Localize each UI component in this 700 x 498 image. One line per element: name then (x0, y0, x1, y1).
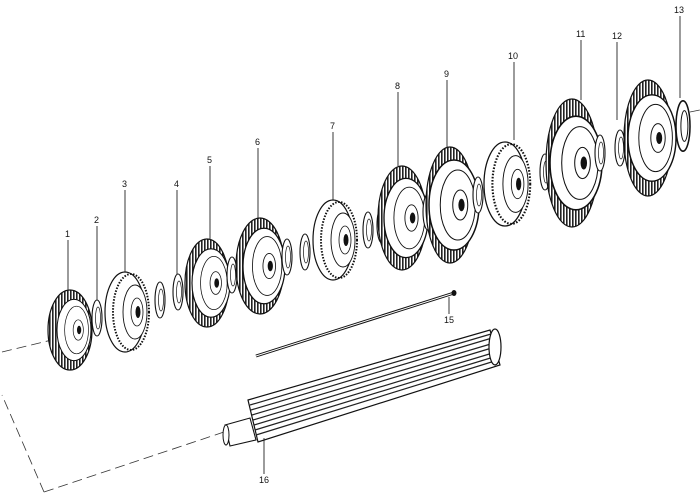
part-number-2: 2 (94, 215, 99, 225)
part-number-6: 6 (255, 137, 260, 147)
part-number-11: 11 (576, 29, 585, 39)
gear-part-8 (377, 165, 429, 271)
shaft-part-16 (222, 328, 502, 447)
part-number-12: 12 (612, 31, 622, 41)
part-number-9: 9 (444, 69, 449, 79)
synchronizer-part-3 (104, 271, 150, 353)
ring-part-6b (281, 238, 293, 276)
part-number-8: 8 (395, 81, 400, 91)
synchronizer-part-7 (312, 199, 358, 281)
part-number-3: 3 (122, 179, 127, 189)
part-number-16: 16 (259, 475, 269, 485)
ring-part-4 (172, 273, 184, 311)
assembly-axis (1, 337, 231, 493)
part-number-13: 13 (674, 5, 684, 15)
gear-part-11 (545, 98, 603, 228)
gear-part-12b (623, 79, 677, 197)
part-number-5: 5 (207, 155, 212, 165)
ring-part-9b (472, 176, 484, 214)
synchronizer-part-10 (482, 140, 532, 228)
gear-part-9 (425, 146, 480, 264)
ring-part-4a (154, 281, 166, 319)
gear-part-5 (184, 238, 231, 328)
part-number-4: 4 (174, 179, 179, 189)
assembly-axis-right (689, 109, 700, 113)
ring-part-11b (594, 134, 606, 172)
gear-part-6 (235, 217, 286, 315)
gear-part-1 (47, 289, 93, 371)
part-number-1: 1 (65, 229, 70, 239)
rod-part-15 (255, 290, 457, 358)
part-number-10: 10 (508, 51, 518, 61)
part-number-15: 15 (444, 315, 454, 325)
ring-part-7b (362, 211, 374, 249)
leader-lines (67, 16, 681, 474)
ring-part-6c (299, 233, 311, 271)
washer-part-2 (91, 299, 103, 337)
part-number-7: 7 (330, 121, 335, 131)
washer-part-13 (675, 100, 691, 152)
